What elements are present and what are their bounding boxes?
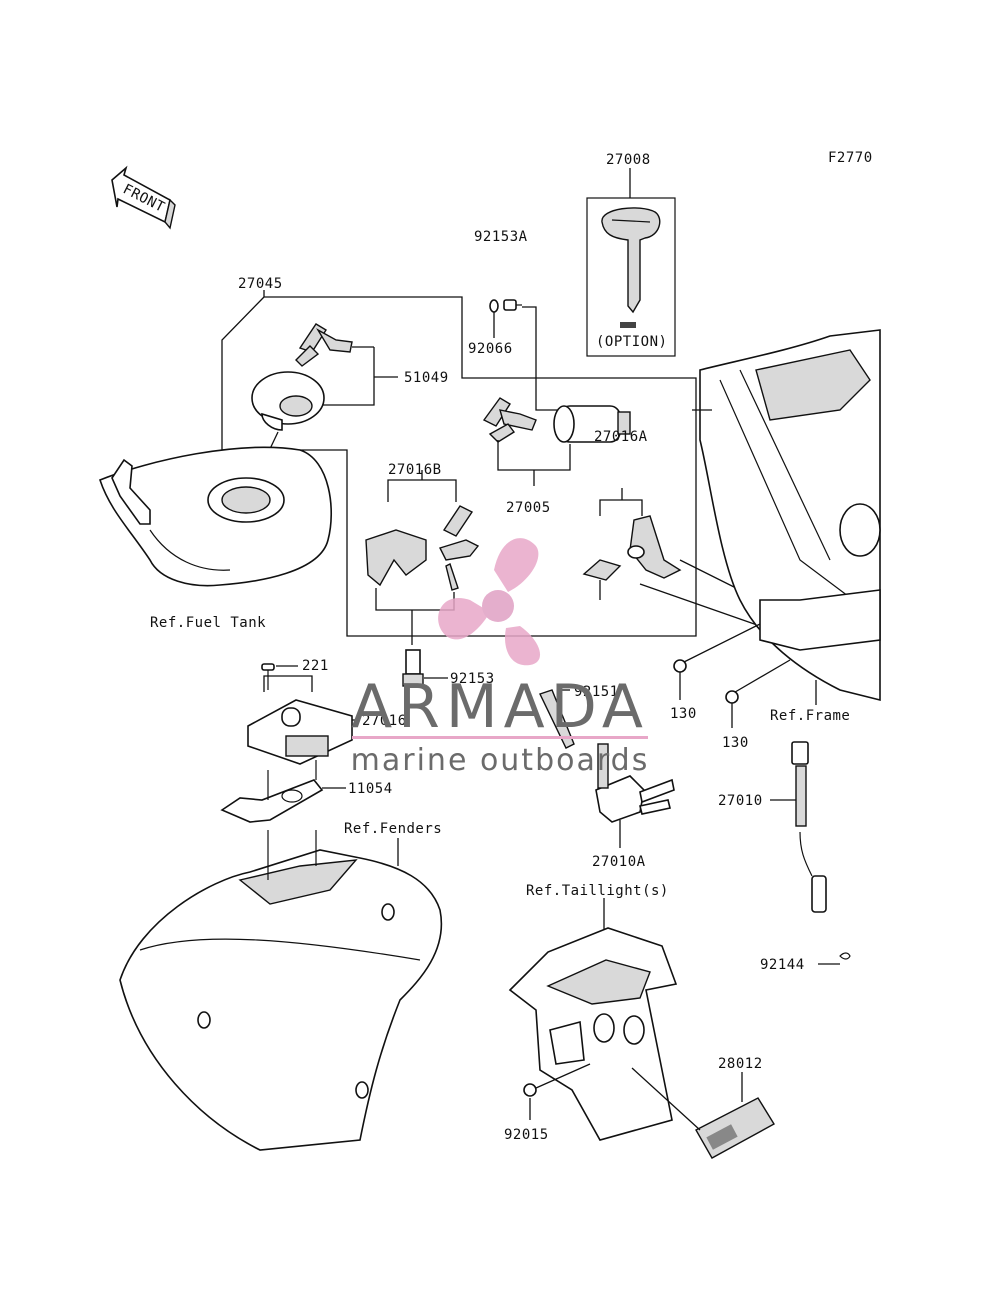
fenders-ref xyxy=(119,830,443,1151)
label-27005: 27005 xyxy=(506,500,551,516)
label-27016B: 27016B xyxy=(388,462,442,478)
label-130-a: 130 xyxy=(670,706,697,722)
lock-27016 xyxy=(247,675,360,765)
watermark-brand: ARMADA xyxy=(351,672,649,742)
ref-taillights-label: Ref.Taillight(s) xyxy=(526,883,669,899)
ignition-27005 xyxy=(482,397,631,486)
label-27010: 27010 xyxy=(718,793,763,809)
label-11054: 11054 xyxy=(348,781,393,797)
figure-code: F2770 xyxy=(828,150,873,166)
reflector-28012 xyxy=(631,1067,775,1159)
screw-221 xyxy=(261,663,298,690)
key-27008-group: (OPTION) 27008 xyxy=(586,152,676,357)
label-92144: 92144 xyxy=(760,957,805,973)
label-27008: 27008 xyxy=(606,152,651,168)
frame-ref xyxy=(679,329,881,705)
label-92153A: 92153A xyxy=(474,229,528,245)
label-130-b: 130 xyxy=(722,735,749,751)
ref-fenders-label: Ref.Fenders xyxy=(344,821,442,837)
label-27016A: 27016A xyxy=(594,429,648,445)
label-92153: 92153 xyxy=(450,671,495,687)
bracket-11054 xyxy=(220,760,346,823)
lock-27016A xyxy=(582,488,761,627)
ref-frame-label: Ref.Frame xyxy=(770,708,850,724)
switch-27010A xyxy=(539,689,675,848)
label-92151: 92151 xyxy=(574,684,619,700)
label-51049: 51049 xyxy=(404,370,449,386)
fuel-tank xyxy=(99,446,333,587)
label-27016: 27016 xyxy=(362,713,407,729)
label-27045: 27045 xyxy=(238,276,283,292)
taillight-bracket-ref xyxy=(508,898,678,1141)
label-28012: 28012 xyxy=(718,1056,763,1072)
watermark-tagline: marine outboards xyxy=(351,743,650,778)
label-92066: 92066 xyxy=(468,341,513,357)
watermark-rule xyxy=(352,736,648,739)
switch-27010 xyxy=(770,741,851,965)
lock-set-27016B xyxy=(365,470,480,645)
ref-fuel-tank-label: Ref.Fuel Tank xyxy=(150,615,266,631)
label-221: 221 xyxy=(302,658,329,674)
label-92015: 92015 xyxy=(504,1127,549,1143)
front-arrow-icon: FRONT xyxy=(111,165,176,230)
option-label: (OPTION) xyxy=(596,334,667,350)
screw-92153A xyxy=(489,299,560,411)
bolt-92153 xyxy=(402,649,448,687)
bolt-130-a xyxy=(673,659,687,673)
bolt-130-b xyxy=(725,690,739,704)
watermark-logo-icon xyxy=(438,538,541,666)
label-27010A: 27010A xyxy=(592,854,646,870)
nut-92015 xyxy=(523,1063,591,1120)
